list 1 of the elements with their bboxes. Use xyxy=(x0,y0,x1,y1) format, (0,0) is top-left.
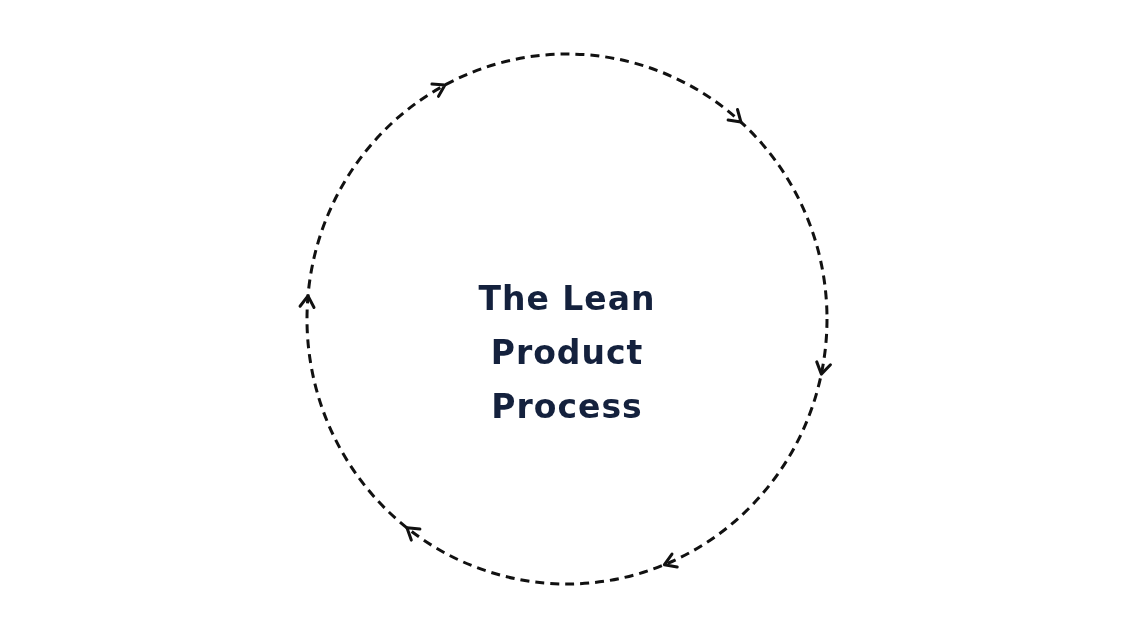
title: The Lean Product Process xyxy=(477,278,657,428)
